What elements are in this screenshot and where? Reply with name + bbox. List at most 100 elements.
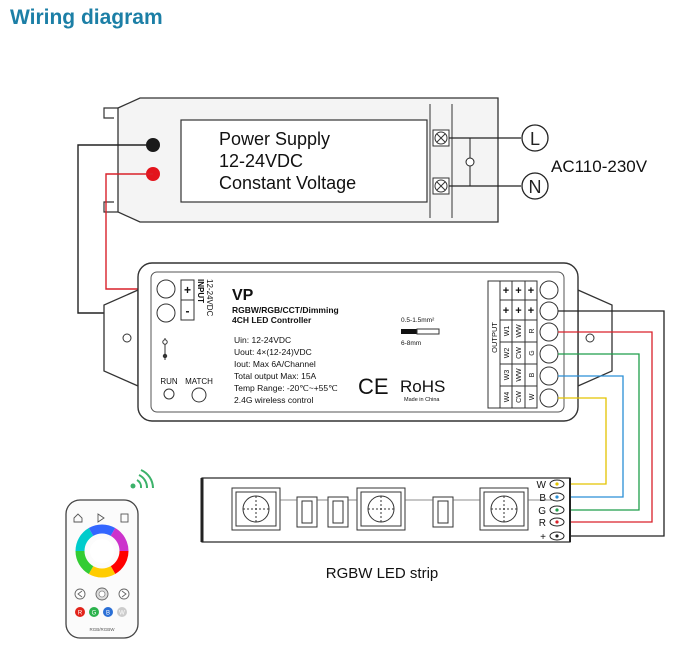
save-icon[interactable] [120, 513, 129, 523]
out-w4: W4 [504, 392, 511, 403]
out-ww2: WW [516, 368, 523, 382]
out-cw2: CW [516, 391, 523, 403]
remote-button-b-label: B [106, 611, 110, 617]
out-ww1: WW [516, 324, 523, 338]
strip-length-label: 6-8mm [401, 340, 421, 347]
out-w: W [529, 393, 536, 400]
remote-button-w-label: W [119, 611, 125, 617]
out-b: B [529, 372, 536, 377]
rohs-mark: RoHS [400, 377, 445, 396]
page-title: Wiring diagram [10, 6, 163, 29]
power-supply-line3: Constant Voltage [219, 173, 356, 193]
ac-live-label: L [530, 129, 540, 149]
output-terminal-block: + + + + + + OUTPUT W1 WW R W2 CW G W3 WW… [487, 280, 538, 409]
out-w3: W3 [504, 370, 511, 381]
led-chip-1 [231, 487, 281, 531]
ce-mark: CE [358, 374, 389, 399]
out-w1: W1 [504, 326, 511, 337]
output-wires [558, 310, 665, 537]
remote-button-r-label: R [78, 611, 83, 617]
made-in-label: Made in China [404, 397, 440, 403]
out-w2: W2 [504, 348, 511, 359]
wire-positive [558, 310, 665, 537]
remote-button-g[interactable]: G [89, 607, 99, 617]
match-label: MATCH [185, 377, 213, 386]
resistor-2 [327, 496, 349, 528]
wireless-signal-icon [130, 469, 154, 489]
resistor-3 [432, 496, 454, 528]
output-terminal-b [539, 366, 559, 386]
input-terminal-negative [156, 303, 176, 323]
scene-icon[interactable] [97, 513, 105, 523]
output-terminal-r [539, 322, 559, 342]
out-r: R [529, 328, 536, 333]
out-plus-a3: + [528, 285, 534, 297]
remote-button-b[interactable]: B [103, 607, 113, 617]
onoff-button[interactable] [95, 587, 109, 601]
wire-blue [558, 375, 624, 498]
power-supply: Power Supply 12-24VDC Constant Voltage [103, 97, 499, 223]
output-terminal-g [539, 344, 559, 364]
output-terminal-plus-2 [539, 301, 559, 321]
ac-neutral-label: N [529, 177, 542, 197]
power-symbol-icon [162, 338, 168, 360]
input-terminal-positive [156, 279, 176, 299]
out-g: G [529, 350, 536, 355]
ps-terminal-n-screw [432, 177, 450, 195]
wire-core-icon [401, 329, 417, 334]
ac-neutral-terminal [521, 172, 549, 200]
remote-button-r[interactable]: R [75, 607, 85, 617]
input-voltage-label: 12-24VDC [205, 279, 214, 317]
ac-input-wires: L N AC110-230V [449, 124, 648, 200]
wire-yellow [558, 397, 607, 485]
power-supply-label-panel [180, 119, 428, 203]
strip-pin-w-label: W [537, 480, 547, 491]
out-plus-b2: + [515, 305, 521, 317]
output-label: OUTPUT [490, 322, 499, 353]
remote-button-g-label: G [92, 611, 97, 617]
output-terminal-w [539, 388, 559, 408]
out-plus-b1: + [503, 305, 509, 317]
spec-uout: Uout: 4×(12-24)VDC [234, 347, 312, 357]
input-label: INPUT [196, 279, 205, 303]
spec-wireless: 2.4G wireless control [234, 395, 313, 405]
strip-pin-g-label: G [538, 506, 546, 517]
controller-body [137, 262, 579, 422]
ps-terminal-l-screw [432, 129, 450, 147]
power-supply-line2: 12-24VDC [219, 151, 303, 171]
match-button[interactable] [191, 387, 207, 403]
input-plus-label: + [184, 283, 191, 297]
brightness-up-icon[interactable] [118, 588, 130, 600]
ac-live-terminal [521, 124, 549, 152]
controller-right-bracket [577, 289, 613, 387]
controller: + - INPUT 12-24VDC VP RGBW/RGB/CCT/Dimmi… [103, 262, 613, 422]
strip-pin-b-label: B [539, 493, 546, 504]
led-chip-3 [479, 487, 529, 531]
wire-red [558, 331, 653, 523]
power-supply-line1: Power Supply [219, 129, 330, 149]
strip-label: RGBW LED strip [326, 565, 439, 582]
wire-green [558, 353, 640, 511]
brightness-down-icon[interactable] [74, 588, 86, 600]
remote-button-w[interactable]: W [117, 607, 127, 617]
spec-iout: Iout: Max 6A/Channel [234, 359, 316, 369]
controller-subtitle2: 4CH LED Controller [232, 315, 312, 325]
spec-total: Total output Max: 15A [234, 371, 317, 381]
color-wheel[interactable] [75, 524, 129, 578]
spec-uin: Uin: 12-24VDC [234, 335, 291, 345]
out-plus-a2: + [515, 285, 521, 297]
out-cw1: CW [516, 347, 523, 359]
out-plus-a1: + [503, 285, 509, 297]
spec-temp: Temp Range: -20℃~+55℃ [234, 383, 338, 393]
led-strip: W B G R + [200, 477, 571, 543]
remote-control: R G B W RGB/RGBW [65, 499, 139, 639]
output-terminal-plus-1 [539, 280, 559, 300]
home-icon[interactable] [73, 513, 83, 523]
strip-pin-r-label: R [539, 518, 546, 529]
controller-model: VP [232, 287, 254, 304]
ac-voltage-label: AC110-230V [551, 157, 648, 176]
strip-pin-plus-label: + [540, 532, 546, 543]
wire-size-label: 0.5-1.5mm² [401, 317, 435, 324]
input-minus-label: - [186, 304, 190, 318]
